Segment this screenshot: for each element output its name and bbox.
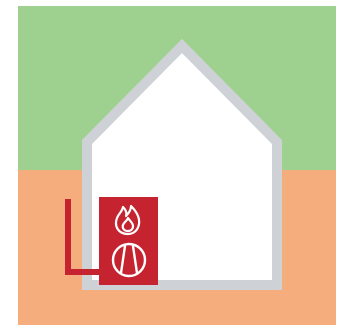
boiler-body: [99, 197, 158, 285]
boiler-unit: [99, 197, 158, 285]
